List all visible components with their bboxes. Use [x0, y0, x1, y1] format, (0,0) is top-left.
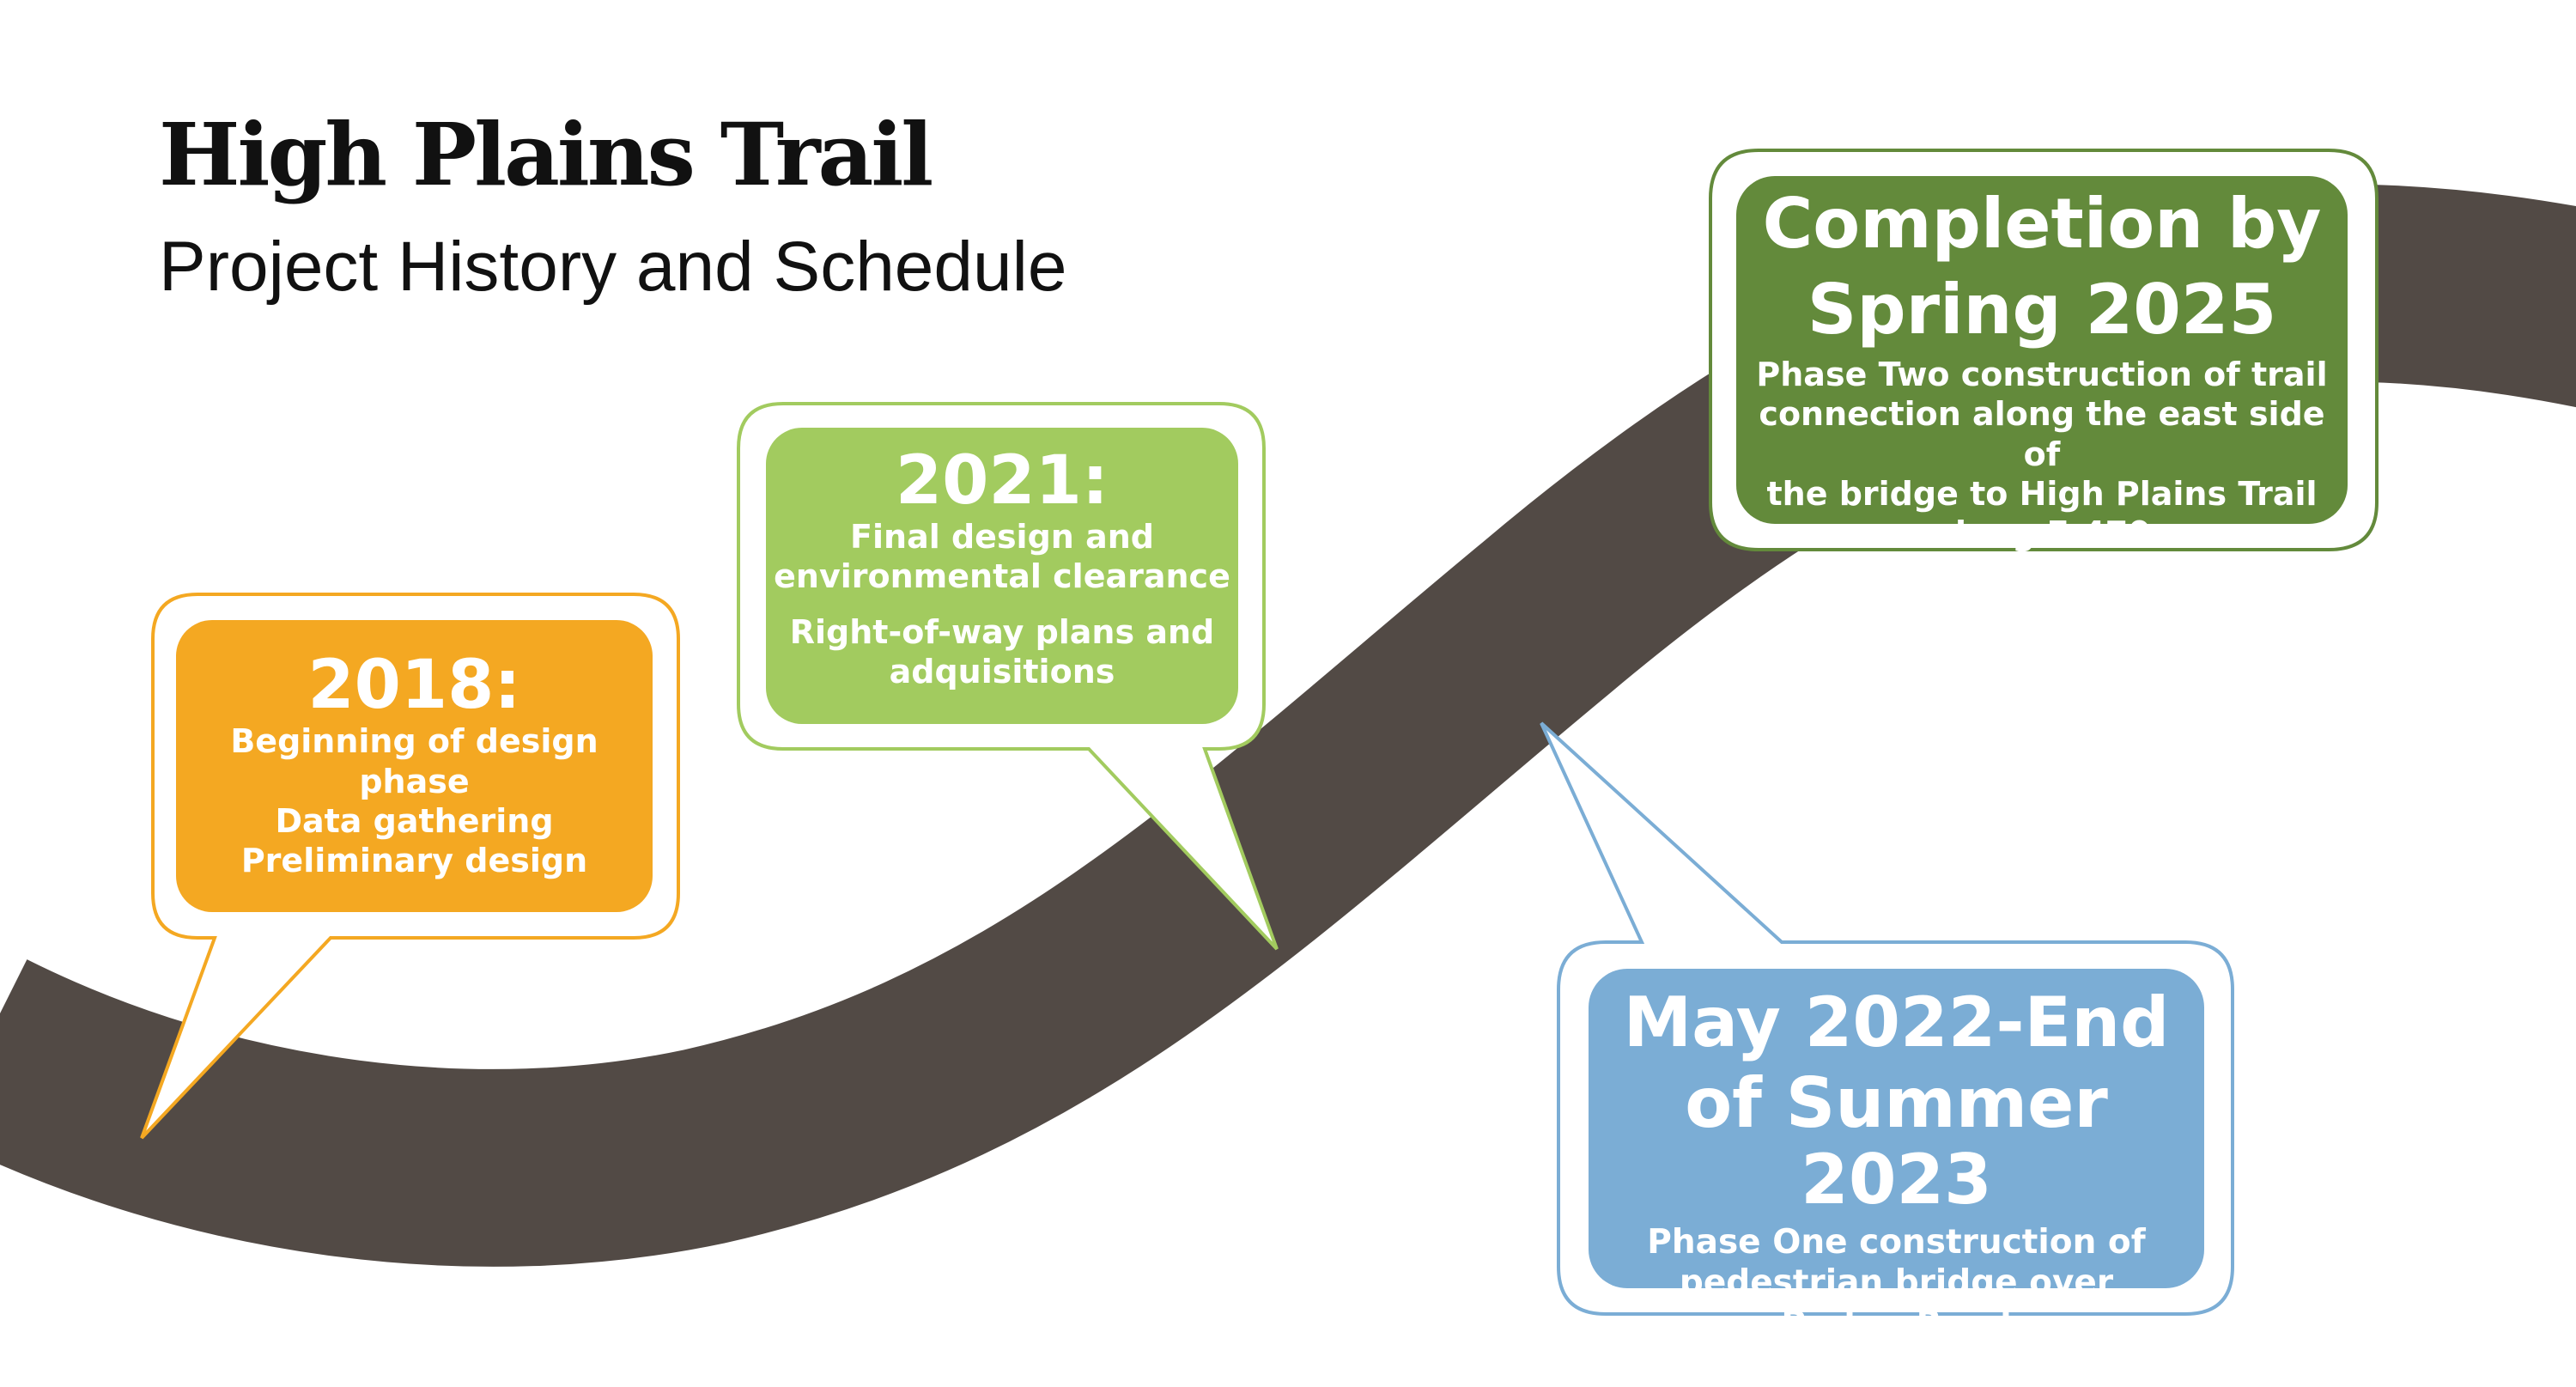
milestone-2021-line: Right-of-way plans and	[789, 612, 1215, 651]
milestone-2025-line: along E-470	[1933, 514, 2151, 553]
milestone-2018: 2018: Beginning of design phase Data gat…	[176, 620, 653, 912]
milestone-2018-line: Data gathering	[275, 801, 554, 840]
milestone-2025-line: the bridge to High Plains Trail	[1766, 475, 2318, 514]
milestone-2021-line: Final design and	[850, 517, 1154, 556]
milestone-2021: 2021: Final design and environmental cle…	[766, 428, 1238, 724]
milestone-2025: Completion by Spring 2025 Phase Two cons…	[1736, 176, 2348, 552]
milestone-2021-line: environmental clearance	[774, 557, 1230, 596]
milestone-2022-line: Parker Road	[1781, 1304, 2012, 1343]
milestone-2018-line: Preliminary design	[240, 842, 588, 880]
milestone-2022-heading: May 2022-End	[1623, 982, 2170, 1062]
milestone-2021-line: adquisitions	[889, 652, 1115, 690]
milestone-2025-heading: Spring 2025	[1807, 270, 2277, 350]
milestone-2022-line: Phase One construction of	[1647, 1222, 2146, 1262]
milestone-2022-2023: May 2022-End of Summer 2023 Phase One co…	[1589, 969, 2204, 1343]
page-title: High Plains Trail	[159, 104, 933, 205]
box-2022	[1589, 969, 2204, 1288]
milestone-2021-heading: 2021:	[895, 442, 1109, 520]
milestone-2025-line: connection along the east side of	[1759, 395, 2325, 473]
milestone-2025-line: Phase Two construction of trail	[1756, 356, 2328, 393]
milestone-2018-heading: 2018:	[307, 647, 521, 725]
milestone-2022-line: pedestrian bridge over	[1679, 1263, 2114, 1303]
page-subtitle: Project History and Schedule	[159, 228, 1067, 306]
box-2021	[766, 428, 1238, 724]
box-2018	[176, 620, 653, 912]
milestone-2022-heading: of Summer 2023	[1685, 1062, 2108, 1220]
milestone-2025-heading: Completion by	[1762, 184, 2322, 264]
box-2025	[1736, 176, 2348, 524]
milestone-2018-line: Beginning of design phase	[230, 722, 598, 800]
